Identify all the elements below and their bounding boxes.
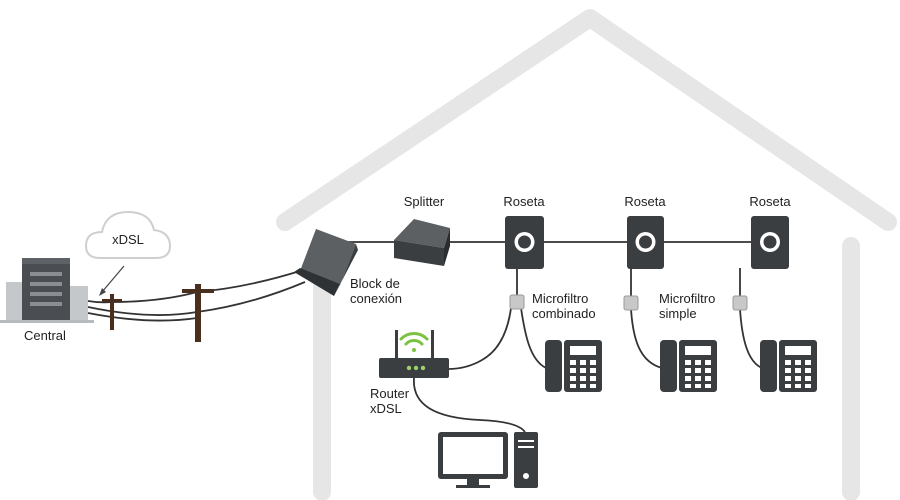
microfiltro-simple-label: Microfiltro simple [659,291,716,321]
monitor-icon [438,432,508,488]
roseta-label-1: Roseta [503,194,545,209]
router-icon [379,330,449,378]
telephone-icon [760,340,817,392]
microfiltro-combinado-label: Microfiltro combinado [532,291,596,321]
block-de-conexion-label: Block de conexión [350,276,403,306]
central-label: Central [24,328,66,343]
cloud-label: xDSL [112,232,144,247]
roseta-label-2: Roseta [624,194,666,209]
splitter-label: Splitter [403,194,445,209]
roseta-label-3: Roseta [749,194,791,209]
splitter-icon [394,219,450,266]
microfilter-icon [623,295,639,311]
wall-socket-icon [505,216,544,269]
utility-pole-icon [182,284,214,342]
telephone-icon [660,340,717,392]
utility-pole-icon [102,294,122,330]
wall-socket-icon [627,216,664,269]
telephone-icon [545,340,602,392]
wifi-icon [399,332,429,352]
house-outline [276,9,897,500]
cloud-icon [84,210,172,296]
microfilter-icon [509,294,525,310]
central-building-icon [0,258,94,323]
wall-socket-icon [751,216,789,269]
pc-tower-icon [514,432,538,488]
microfilter-icon [732,295,748,311]
connection-block-icon [294,229,358,296]
router-xdsl-label: Router xDSL [370,386,410,416]
